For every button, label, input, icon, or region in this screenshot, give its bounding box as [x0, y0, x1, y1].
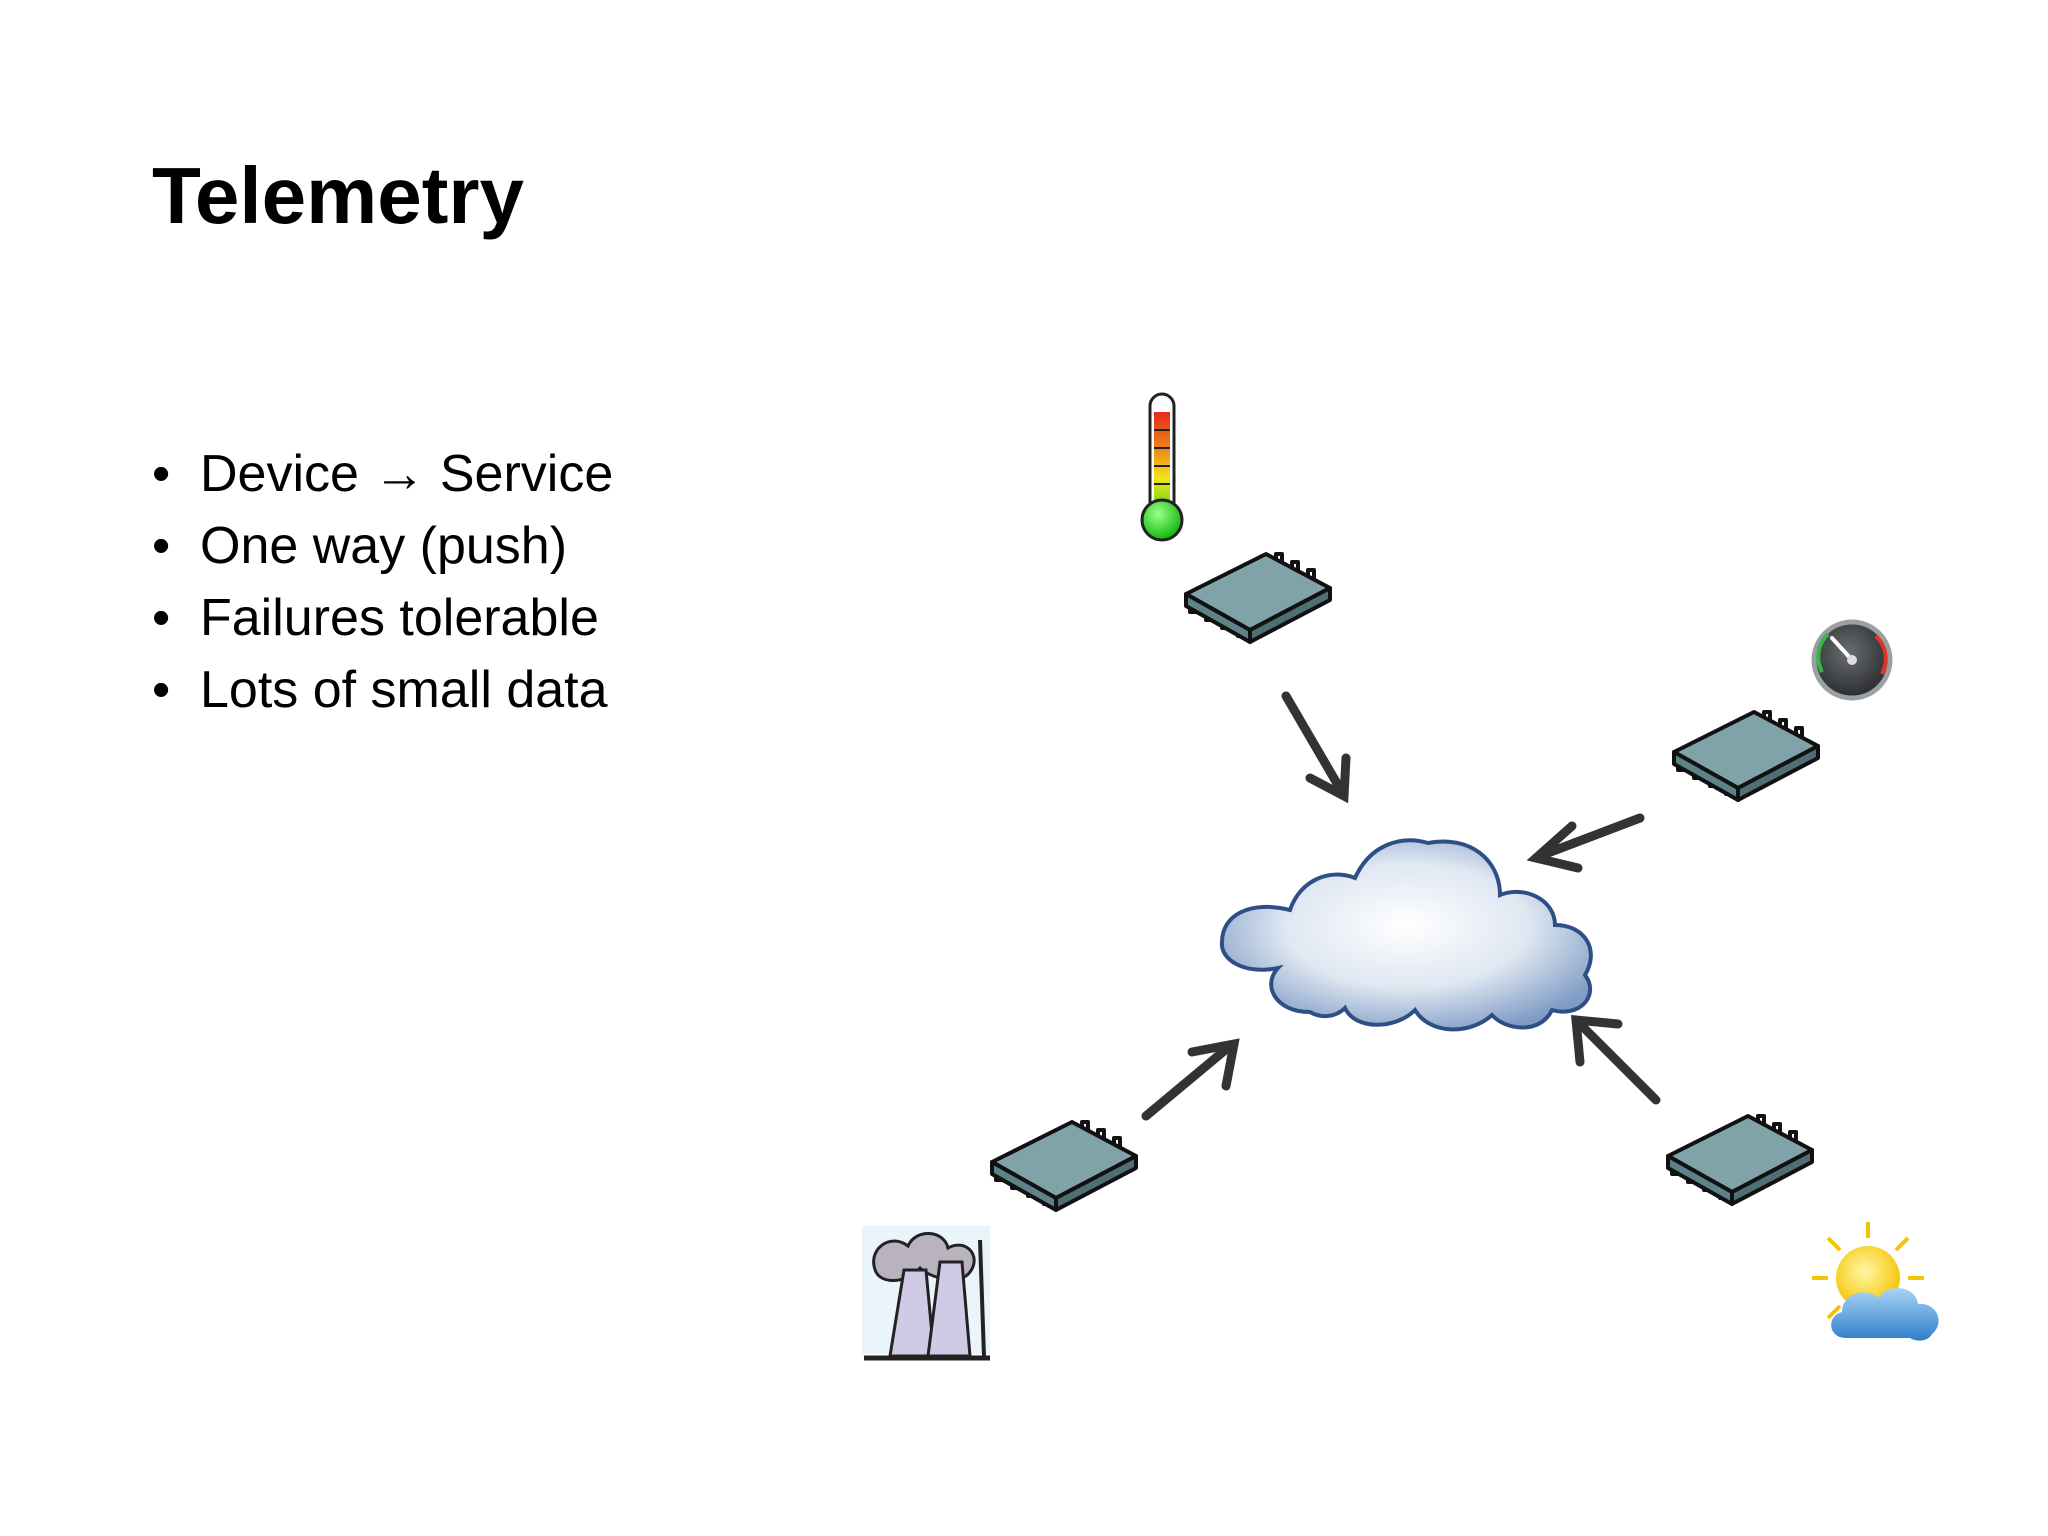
bullet-text: Lots of small data [200, 661, 608, 719]
bullet-item: • Lots of small data [152, 654, 613, 726]
arrow-top-to-cloud [1281, 691, 1351, 804]
cloud-icon [1219, 838, 1593, 1032]
microchip-icon [990, 1120, 1138, 1212]
arrows [1141, 691, 1661, 1121]
slide-title: Telemetry [152, 151, 525, 240]
bullet-dot: • [152, 589, 171, 647]
bullet-list: • Device → Service • One way (push) • Fa… [152, 438, 613, 726]
bullet-text: One way (push) [200, 517, 568, 575]
bullet-dot: • [152, 661, 171, 719]
microchip-icon [1184, 552, 1332, 644]
bullet-item: • Device → Service [152, 438, 613, 510]
bullet-item: • Failures tolerable [152, 582, 613, 654]
arrow-left-to-cloud [1141, 1038, 1240, 1121]
bullet-item: • One way (push) [152, 510, 613, 582]
bullet-text: Device → Service [200, 445, 614, 503]
bullet-dot: • [152, 517, 171, 575]
microchip-icon [1666, 1114, 1814, 1206]
arrow-bottomright-to-cloud [1571, 1015, 1661, 1105]
factory-smokestacks-icon [862, 1226, 990, 1361]
gauge-icon [1811, 619, 1893, 701]
thermometer-icon [1140, 392, 1184, 542]
bullet-dot: • [152, 445, 171, 503]
arrow-right-to-cloud [1526, 813, 1645, 873]
sun-cloud-weather-icon [1812, 1222, 1939, 1341]
bullet-text: Failures tolerable [200, 589, 599, 647]
microchip-icon [1672, 710, 1820, 802]
